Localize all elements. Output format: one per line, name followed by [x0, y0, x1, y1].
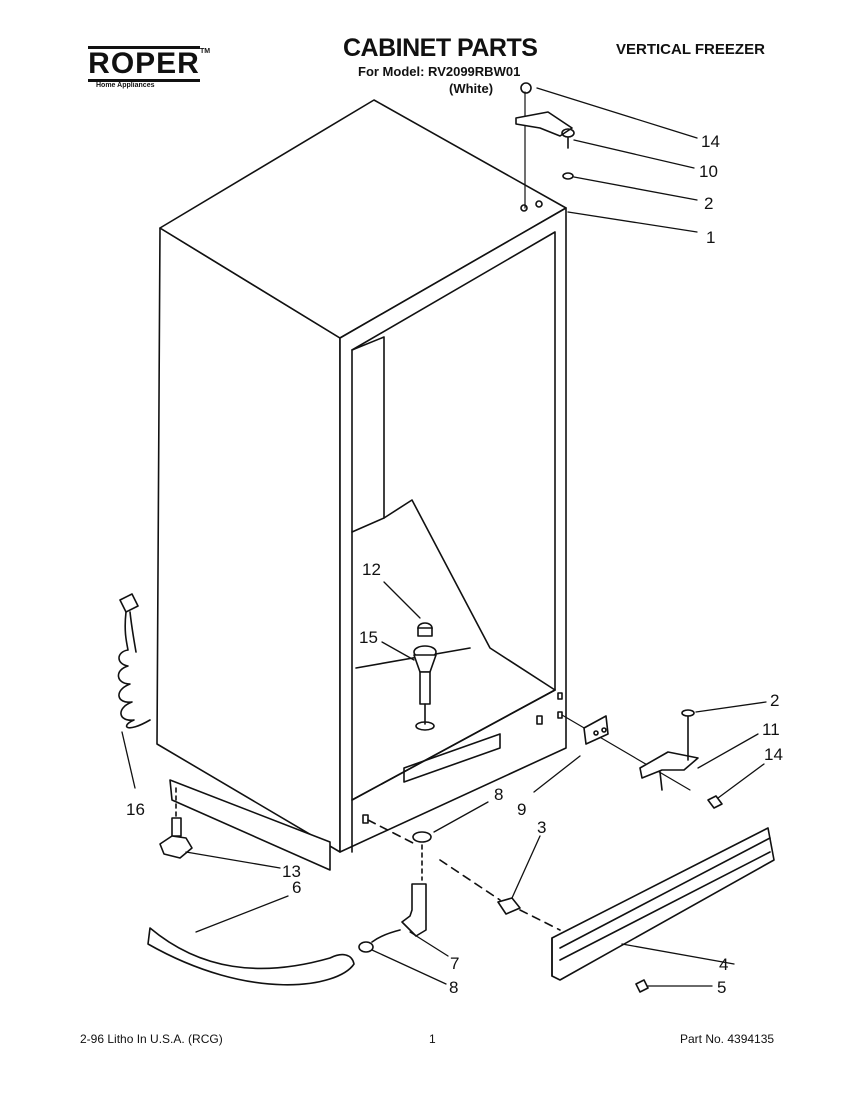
callout-1: 1 [706, 228, 715, 247]
leader-lines [121, 87, 767, 987]
callout-12: 12 [362, 560, 381, 579]
product-type: VERTICAL FREEZER [616, 41, 765, 58]
cabinet-body [156, 99, 567, 871]
top-hinge-assembly [515, 82, 575, 209]
callout-13: 13 [282, 862, 301, 881]
callout-8-upper: 8 [494, 785, 503, 804]
callout-4: 4 [719, 955, 728, 974]
logo-wordmark: ROPER [88, 46, 200, 82]
callout-5: 5 [717, 978, 726, 997]
callout-2-right: 2 [770, 691, 779, 710]
drain-hose [147, 819, 561, 986]
logo-trademark: TM [200, 48, 211, 55]
callout-14-top: 14 [701, 132, 720, 151]
page-title: CABINET PARTS [343, 34, 538, 62]
footer-print-info: 2-96 Litho In U.S.A. (RCG) [80, 1032, 223, 1046]
footer-page-number: 1 [429, 1032, 436, 1046]
callout-numbers: 14 10 2 1 12 15 2 11 14 16 8 9 3 13 6 7 … [126, 132, 783, 997]
power-cord [117, 593, 151, 729]
model-color: (White) [449, 81, 494, 96]
roper-logo: ROPER TM Home Appliances [88, 42, 211, 90]
leveling-leg [159, 787, 193, 859]
callout-2-top: 2 [704, 194, 713, 213]
logo-subtitle: Home Appliances [96, 82, 155, 89]
callout-3: 3 [537, 818, 546, 837]
bottom-hinge-assembly [561, 709, 723, 809]
toe-grille [551, 827, 775, 993]
callout-6: 6 [292, 878, 301, 897]
callout-11: 11 [762, 720, 780, 739]
callout-16: 16 [126, 800, 145, 819]
drain-tube [413, 622, 437, 731]
callout-9: 9 [517, 800, 526, 819]
callout-7: 7 [450, 954, 459, 973]
model-number: For Model: RV2099RBW01 [358, 64, 521, 79]
footer-part-number: Part No. 4394135 [680, 1032, 775, 1046]
callout-10: 10 [699, 162, 718, 181]
callout-8-lower: 8 [449, 978, 458, 997]
callout-15: 15 [359, 628, 378, 647]
callout-14-right: 14 [764, 745, 783, 764]
